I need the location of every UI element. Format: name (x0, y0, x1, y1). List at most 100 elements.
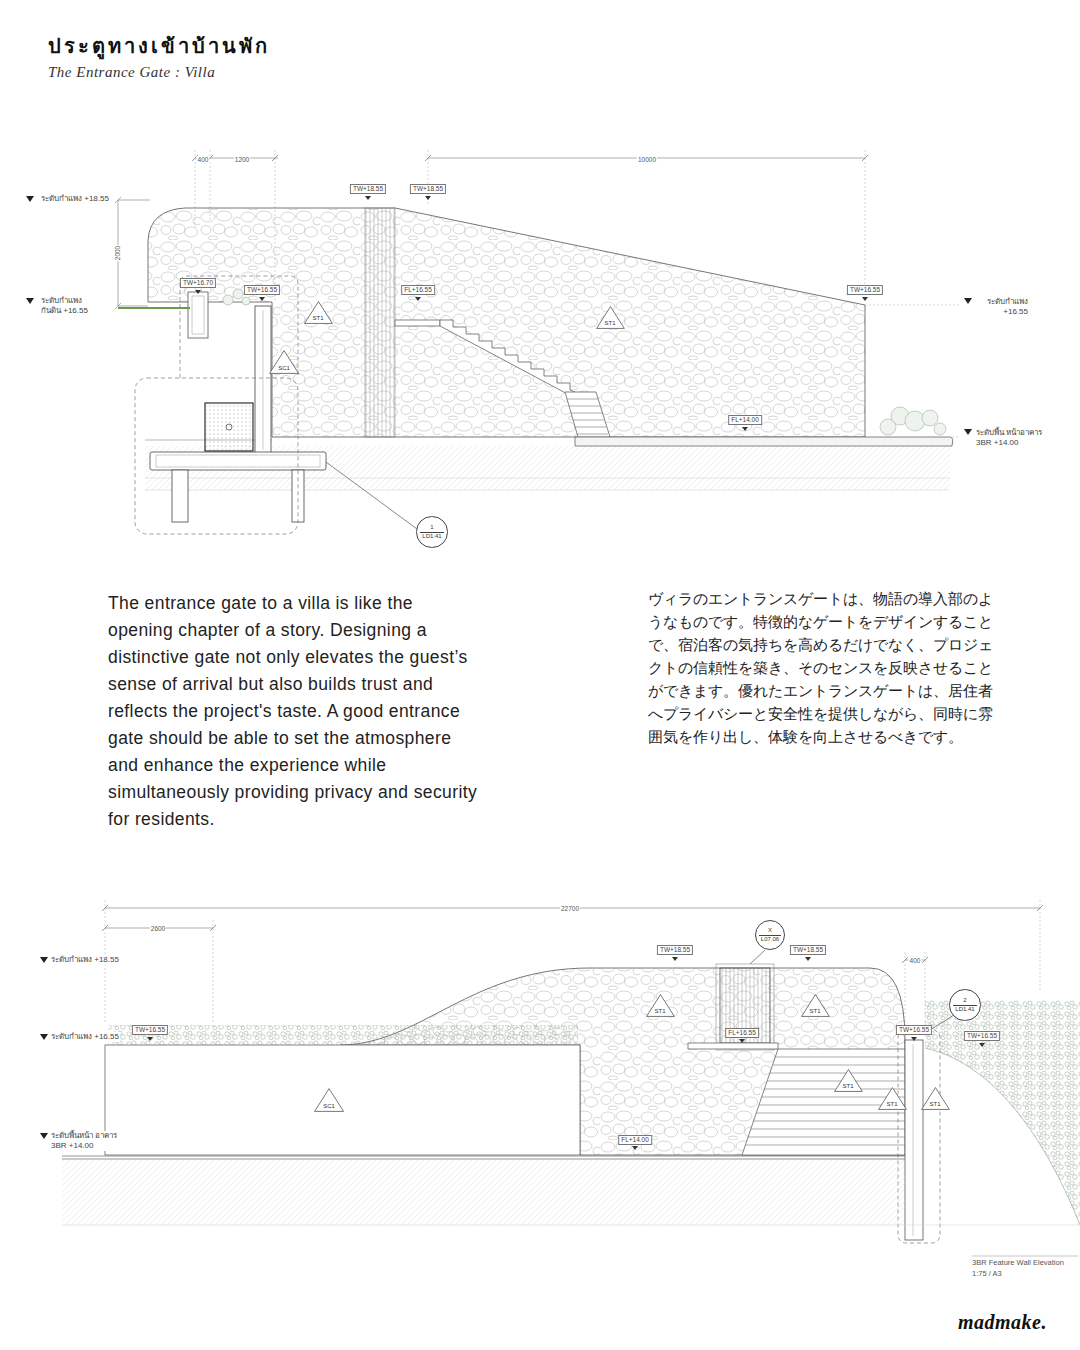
tag-outline (646, 994, 674, 1016)
bottom-elevation-part (930, 1015, 954, 1030)
callout-number: 2 (962, 990, 967, 1005)
bottom-elevation-part (108, 1025, 578, 1045)
top-elevation-part (567, 399, 608, 434)
callout-divider (420, 532, 443, 533)
body-text-ja: ヴィラのエントランスゲートは、物語の導入部のようなものです。特徴的なゲートをデザ… (648, 588, 1004, 749)
top-elevation-part (145, 478, 950, 490)
bottom-elevation-part (925, 1000, 1080, 1225)
bottom-elevation-part (925, 1048, 1080, 1225)
level-label: ระดับกำแพง +18.55 (40, 194, 110, 204)
top-elevation-part (223, 289, 946, 435)
level-label: ระดับพื้นหน้า อาคาร 3BR +14.00 (50, 1131, 124, 1151)
bottom-elevation-part (745, 1057, 905, 1145)
level-label: ระดับกำแพง กันดิน +16.55 (40, 296, 90, 316)
material-tag: ST1 (596, 306, 625, 329)
bottom-elevation-part (102, 905, 1043, 963)
bottom-elevation-part (105, 1045, 580, 1155)
top-elevation-part (195, 158, 865, 159)
callout-divider (759, 935, 781, 936)
subtitle: The Entrance Gate : Villa (48, 64, 215, 81)
callout-divider (953, 1005, 976, 1006)
material-code: ST1 (809, 1008, 820, 1015)
tag-outline (596, 306, 624, 328)
level-tag: TW+16.55 (896, 1025, 932, 1035)
top-elevation-part (365, 208, 395, 437)
tag-outline (878, 1087, 906, 1109)
level-tag: TW+18.55 (657, 945, 693, 955)
top-elevation-part (195, 196, 868, 431)
material-code: SC1 (323, 1103, 335, 1110)
callout-number: X (767, 921, 773, 935)
bottom-elevation-part (105, 908, 1040, 960)
level-tag: FL+14.00 (728, 415, 762, 425)
top-elevation-part (150, 452, 326, 470)
top-elevation-part (115, 197, 150, 309)
tag-outline (304, 301, 332, 323)
bottom-elevation-part (905, 1040, 923, 1240)
level-tag: TW+18.55 (350, 184, 386, 194)
tag-outline (921, 1087, 949, 1109)
callout-number: 1 (429, 517, 434, 532)
scale-note: 1:75 / A3 (972, 1269, 1002, 1279)
tag-outline (801, 994, 829, 1016)
sheet-reference: LD1.41 (954, 1005, 975, 1020)
callout-bubble: 2LD1.41 (949, 989, 980, 1020)
material-code: ST1 (842, 1083, 853, 1090)
material-code: ST1 (929, 1101, 940, 1108)
bottom-elevation-part (972, 1256, 1078, 1257)
material-tag: ST1 (921, 1087, 950, 1110)
bottom-elevation-part (40, 957, 48, 1139)
bottom-elevation-part (62, 1225, 1080, 1226)
top-elevation-part (145, 446, 950, 490)
dimension: 400 (909, 957, 922, 965)
dimension: 2600 (150, 925, 166, 933)
level-tag: FL+16.55 (725, 1028, 759, 1038)
top-elevation-part (263, 310, 264, 450)
top-elevation-part (255, 306, 271, 454)
level-label: ระดับกำแพง +18.55 (50, 955, 120, 965)
top-elevation-part-part (223, 295, 233, 305)
level-tag: TW+16.55 (132, 1025, 168, 1035)
dimension: 10000 (637, 156, 657, 164)
material-tag: ST1 (646, 994, 675, 1017)
top-elevation-part (192, 296, 204, 334)
material-code: ST1 (604, 320, 615, 327)
level-tag: FL+16.55 (401, 285, 435, 295)
top-elevation-part (326, 462, 417, 529)
bottom-elevation-part (147, 957, 985, 1150)
bottom-elevation-part (62, 1156, 905, 1159)
top-elevation-part (135, 378, 298, 534)
level-tag: TW+16.55 (847, 285, 883, 295)
level-tag: TW+16.55 (964, 1031, 1000, 1041)
bottom-elevation-part (62, 1160, 905, 1225)
level-tag: TW+18.55 (790, 945, 826, 955)
level-label: ระดับกำแพง +16.55 (50, 1032, 120, 1042)
page-title: ประตูทางเข้าบ้านพัก (48, 30, 270, 62)
top-elevation-part-part (233, 289, 243, 299)
top-elevation-part (565, 392, 610, 437)
dimension: 22700 (560, 905, 580, 913)
top-elevation-part (172, 470, 188, 522)
tag-outline (270, 351, 299, 374)
top-elevation-part (26, 196, 34, 304)
top-elevation-part-part (934, 423, 946, 435)
level-tag: FL+14.00 (618, 1135, 652, 1145)
material-tag: SC1 (314, 1088, 344, 1112)
body-text: The entrance gate to a villa is like the… (108, 590, 483, 833)
bottom-elevation-part (913, 1044, 914, 1236)
material-tag: ST1 (801, 994, 830, 1017)
top-elevation-part (156, 455, 320, 467)
material-code: ST1 (312, 315, 323, 322)
dimension: 1200 (234, 156, 250, 164)
top-elevation-part (118, 307, 190, 309)
callout-bubble: XL07.06 (755, 920, 785, 950)
level-label: ระดับพื้น หน้าอาคาร 3BR +14.00 (975, 428, 1045, 448)
sheet-reference: LD1.41 (421, 532, 442, 547)
tag-outline (834, 1069, 862, 1091)
material-tag: ST1 (878, 1087, 907, 1110)
material-tag: SC1 (269, 350, 299, 374)
top-elevation-part-part (242, 297, 250, 305)
level-tag: TW+18.55 (410, 184, 446, 194)
callout-bubble: 1LD1.41 (416, 516, 447, 547)
